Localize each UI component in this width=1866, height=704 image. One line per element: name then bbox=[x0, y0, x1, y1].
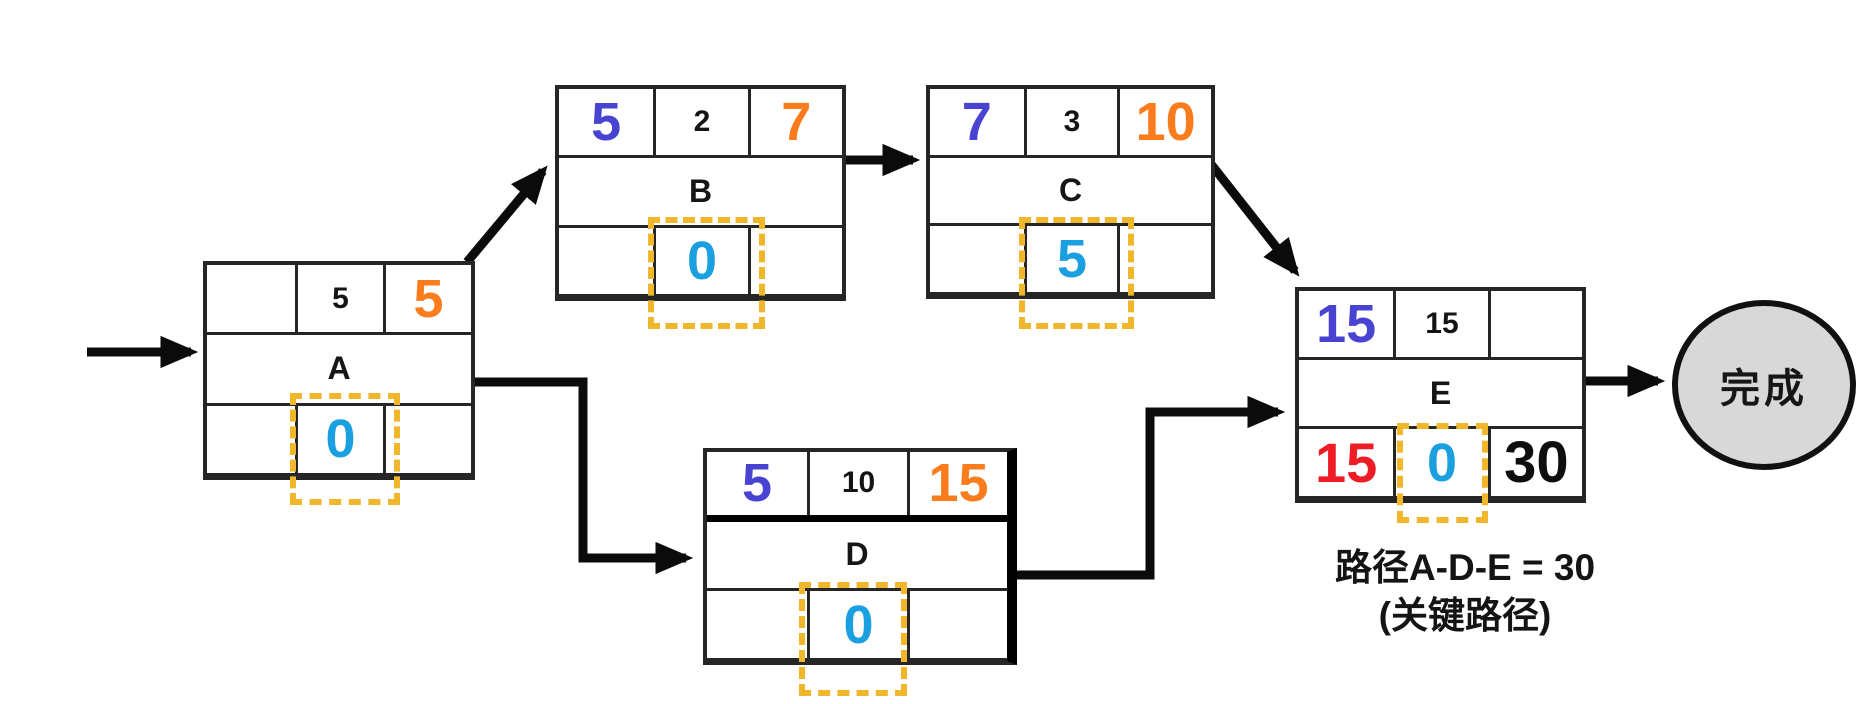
c-early-start-cell: 7 bbox=[961, 91, 992, 152]
finish-label: 完成 bbox=[1720, 367, 1808, 411]
a-slack-highlight-box bbox=[290, 393, 400, 505]
c-late-finish-cell bbox=[1117, 226, 1211, 292]
node-b-top-row: 5 2 7 bbox=[559, 89, 842, 159]
a-activity-label: A bbox=[327, 350, 351, 387]
node-a-bottom-row: 0 bbox=[207, 405, 471, 476]
e-early-start-cell: 15 bbox=[1316, 294, 1377, 354]
b-early-finish-cell: 7 bbox=[747, 89, 842, 156]
c-slack-highlight-box bbox=[1018, 217, 1135, 329]
d-early-start-cell: 5 bbox=[741, 453, 773, 514]
edge-a-d-arrow bbox=[472, 377, 694, 575]
node-b-label-row: B bbox=[559, 158, 842, 228]
c-late-start-cell bbox=[930, 226, 1024, 292]
e-early-finish-cell bbox=[1487, 291, 1582, 357]
a-late-finish-cell bbox=[383, 405, 471, 473]
node-c-bottom-row: 5 bbox=[930, 226, 1211, 295]
b-slack-cell: 0 bbox=[653, 227, 747, 294]
finish-node: 完成 bbox=[1672, 300, 1856, 470]
node-d-bottom-row: 0 bbox=[707, 591, 1007, 661]
edge-a-b-arrow bbox=[463, 165, 548, 265]
edge-c-e-arrow bbox=[1203, 156, 1300, 277]
d-late-start-cell bbox=[707, 591, 807, 658]
node-d-label-row: D bbox=[707, 522, 1007, 592]
a-slack-cell: 0 bbox=[295, 405, 383, 473]
node-b-bottom-row: 0 bbox=[559, 227, 842, 297]
e-duration-cell: 15 bbox=[1393, 291, 1487, 357]
b-activity-label: B bbox=[688, 172, 713, 209]
d-duration-cell: 10 bbox=[807, 452, 907, 515]
d-slack-highlight-box bbox=[798, 582, 907, 696]
activity-node-c: 7 3 10 C 5 bbox=[926, 85, 1215, 329]
c-early-finish-cell: 10 bbox=[1117, 89, 1211, 155]
node-a-label-row: A bbox=[207, 335, 471, 406]
c-duration-cell: 3 bbox=[1023, 89, 1118, 155]
activity-node-b: 5 2 7 B 0 bbox=[555, 85, 846, 329]
e-slack-cell: 0 bbox=[1393, 429, 1487, 496]
d-slack-cell: 0 bbox=[807, 591, 907, 658]
e-activity-label: E bbox=[1429, 374, 1452, 411]
b-slack-highlight-box bbox=[648, 217, 765, 329]
node-c-top-row: 7 3 10 bbox=[930, 89, 1211, 158]
node-e-label-row: E bbox=[1299, 360, 1582, 429]
d-early-finish-cell: 15 bbox=[907, 452, 1007, 515]
d-late-finish-cell bbox=[907, 591, 1007, 658]
b-late-start-cell bbox=[559, 228, 653, 294]
c-activity-label: C bbox=[1058, 171, 1083, 208]
critical-path-annotation: 路径A-D-E = 30 (关键路径) bbox=[1285, 544, 1645, 640]
e-late-start-cell: 15 bbox=[1315, 431, 1378, 494]
a-duration-cell: 5 bbox=[295, 265, 383, 333]
node-d-top-row: 5 10 15 bbox=[707, 452, 1007, 522]
node-a-top-row: 5 5 bbox=[207, 265, 471, 336]
e-slack-highlight-box bbox=[1396, 423, 1488, 523]
b-late-finish-cell bbox=[747, 227, 842, 294]
a-early-start-cell bbox=[207, 265, 295, 332]
node-e-bottom-row: 15 0 30 bbox=[1299, 429, 1582, 499]
activity-node-e: 15 15 E 15 0 30 bbox=[1295, 287, 1586, 523]
a-late-start-cell bbox=[207, 406, 295, 473]
c-slack-cell: 5 bbox=[1023, 226, 1118, 292]
b-duration-cell: 2 bbox=[653, 89, 747, 156]
node-c-label-row: C bbox=[930, 158, 1211, 227]
e-late-finish-cell: 30 bbox=[1487, 429, 1582, 496]
a-early-finish-cell: 5 bbox=[383, 265, 471, 333]
critical-path-line2: (关键路径) bbox=[1378, 595, 1552, 637]
critical-path-line1: 路径A-D-E = 30 bbox=[1334, 547, 1596, 588]
activity-node-d: 5 10 15 D 0 bbox=[703, 448, 1017, 696]
activity-node-a: 5 5 A 0 bbox=[203, 261, 475, 505]
b-early-start-cell: 5 bbox=[591, 92, 622, 153]
edge-d-e-arrow bbox=[1003, 395, 1286, 580]
d-activity-label: D bbox=[845, 536, 869, 573]
node-e-top-row: 15 15 bbox=[1299, 291, 1582, 360]
